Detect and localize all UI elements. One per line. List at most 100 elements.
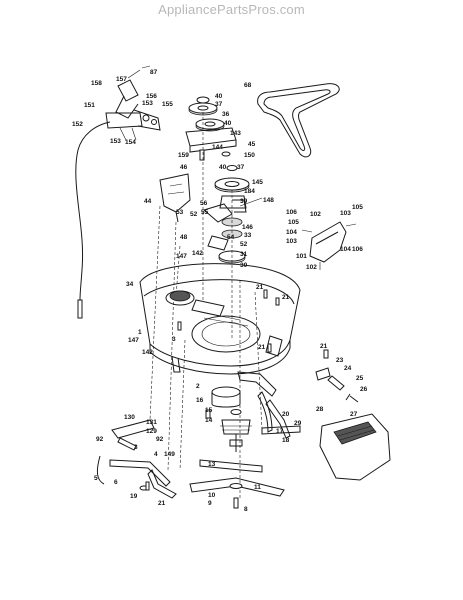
mulch-cover	[319, 413, 391, 481]
label-105: 105	[288, 219, 299, 226]
label-44: 44	[144, 198, 152, 205]
label-184: 184	[244, 188, 255, 195]
label-2: 2	[196, 383, 200, 390]
label-52: 52	[190, 211, 198, 218]
label-157: 157	[116, 76, 127, 83]
label-28: 28	[316, 406, 324, 413]
label-152: 152	[72, 121, 83, 128]
label-103-b: 103	[286, 238, 297, 245]
label-154: 154	[125, 139, 136, 146]
deck-hanger-arms	[237, 371, 301, 439]
label-131: 131	[146, 419, 157, 426]
label-3-b: 3	[134, 444, 138, 451]
part-labels: 157 87 158 151 156 153 155 152 153 154 6…	[72, 69, 368, 513]
label-9: 9	[208, 500, 212, 507]
discharge-deflector	[301, 221, 357, 270]
label-153-b: 153	[110, 138, 121, 145]
label-55: 55	[201, 209, 209, 216]
label-106-b: 106	[352, 246, 363, 253]
label-30: 30	[240, 262, 248, 269]
label-151: 151	[84, 102, 95, 109]
label-39: 39	[240, 198, 248, 205]
label-14: 14	[205, 417, 213, 424]
label-45: 45	[248, 141, 256, 148]
label-37: 37	[215, 101, 223, 108]
label-21-d: 21	[320, 343, 328, 350]
label-21-c: 21	[258, 344, 266, 351]
label-147-b: 147	[128, 337, 139, 344]
label-53: 53	[176, 209, 184, 216]
label-147: 147	[176, 253, 187, 260]
label-40-b: 40	[224, 120, 232, 127]
label-23: 23	[336, 357, 344, 364]
label-46: 46	[180, 164, 188, 171]
label-102-b: 102	[306, 264, 317, 271]
label-92-b: 92	[156, 436, 164, 443]
label-142-b: 142	[142, 349, 153, 356]
label-56: 56	[200, 200, 208, 207]
label-145: 145	[252, 179, 263, 186]
label-153: 153	[142, 100, 153, 107]
label-155: 155	[162, 101, 173, 108]
label-19: 19	[130, 493, 138, 500]
label-6: 6	[114, 479, 118, 486]
label-36: 36	[222, 111, 230, 118]
label-143: 143	[230, 130, 241, 137]
label-29: 29	[294, 420, 302, 427]
label-27: 27	[350, 411, 358, 418]
label-106: 106	[286, 209, 297, 216]
label-16: 16	[196, 397, 204, 404]
label-156: 156	[146, 93, 157, 100]
label-1: 1	[138, 329, 142, 336]
label-129: 129	[146, 428, 157, 435]
label-159: 159	[178, 152, 189, 159]
label-146: 146	[242, 224, 253, 231]
label-33: 33	[244, 232, 252, 239]
label-17: 17	[276, 428, 284, 435]
label-11: 11	[254, 484, 261, 491]
label-148: 148	[263, 197, 274, 204]
label-31: 31	[240, 251, 248, 258]
label-130: 130	[124, 414, 135, 421]
label-105-b: 105	[352, 204, 363, 211]
label-5: 5	[94, 475, 98, 482]
label-103: 103	[340, 210, 351, 217]
idler-pulley-top	[185, 96, 237, 161]
label-40: 40	[215, 93, 223, 100]
label-21: 21	[256, 284, 264, 291]
label-40-c: 40	[219, 164, 227, 171]
label-4: 4	[154, 451, 158, 458]
label-92: 92	[96, 436, 104, 443]
latch-parts	[315, 349, 359, 403]
label-104: 104	[286, 229, 297, 236]
label-37-b: 37	[237, 164, 245, 171]
label-24: 24	[344, 365, 352, 372]
label-26: 26	[360, 386, 368, 393]
belt-guard-bracket	[159, 173, 191, 223]
label-149: 149	[164, 451, 175, 458]
label-18: 18	[282, 437, 290, 444]
assembly-guide-lines	[149, 112, 263, 500]
label-20: 20	[282, 411, 290, 418]
label-25: 25	[356, 375, 364, 382]
label-21-b: 21	[282, 294, 290, 301]
label-52-b: 52	[240, 241, 248, 248]
label-34: 34	[126, 281, 134, 288]
spindle-assembly	[199, 386, 263, 473]
label-15: 15	[205, 407, 213, 414]
label-144: 144	[212, 144, 223, 151]
mower-deck	[139, 263, 301, 375]
label-102: 102	[310, 211, 321, 218]
watermark-text: AppliancePartsPros.com	[158, 2, 305, 17]
label-87: 87	[150, 69, 158, 76]
cable-lever-assembly	[75, 65, 161, 319]
label-48: 48	[180, 234, 188, 241]
stabilizer-arms	[96, 419, 177, 499]
label-142: 142	[192, 250, 203, 257]
mower-blade	[189, 477, 285, 509]
label-10: 10	[208, 492, 216, 499]
label-8: 8	[244, 506, 248, 513]
label-13: 13	[208, 461, 216, 468]
label-3: 3	[172, 336, 176, 343]
label-54: 54	[227, 234, 235, 241]
